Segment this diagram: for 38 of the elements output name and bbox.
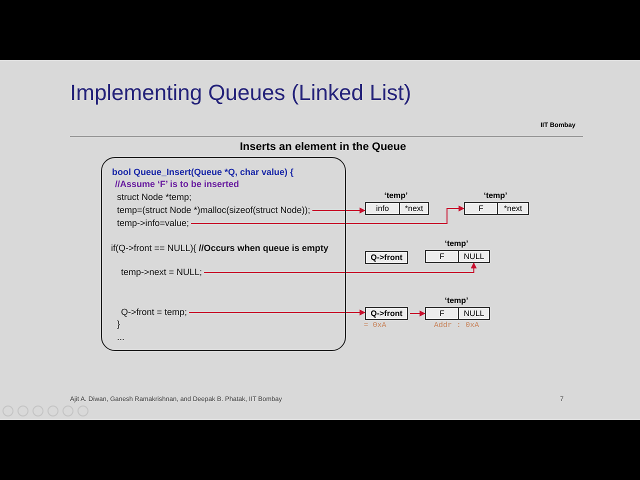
field-label: F — [478, 203, 484, 214]
node-caption: ‘temp’ — [484, 191, 508, 200]
code-box — [101, 157, 346, 351]
field-label: F — [438, 251, 446, 262]
arrow — [190, 206, 465, 224]
field-label: *next — [399, 203, 428, 214]
struct-node-box — [464, 202, 529, 215]
code-line: temp=(struct Node *)malloc(sizeof(struct Node)); — [117, 206, 310, 215]
code-line: //Assume ‘F’ is to be inserted — [115, 180, 240, 189]
pointer-box — [365, 251, 408, 264]
field-label: F — [438, 308, 446, 319]
pointer-label: Q->front — [370, 252, 404, 263]
struct-node-box — [425, 250, 490, 263]
struct-node-box — [425, 307, 490, 320]
node-caption: ‘temp’ — [384, 191, 408, 200]
field-label: *next — [497, 203, 528, 214]
node-caption: ‘temp’ — [444, 239, 468, 248]
code-line: } — [117, 320, 120, 329]
arrow — [188, 310, 366, 316]
code-line: temp->next = NULL; — [121, 268, 202, 277]
arrow — [312, 208, 366, 214]
code-line: ... — [117, 333, 125, 342]
node-caption: ‘temp’ — [444, 296, 468, 305]
field-label: NULL — [458, 251, 489, 262]
pointer-label: Q->front — [370, 308, 404, 319]
code-line: bool Queue_Insert(Queue *Q, char value) { — [112, 168, 294, 177]
arrow — [204, 262, 477, 273]
arrow — [410, 310, 426, 316]
field-label: info — [375, 203, 390, 214]
struct-node-box — [365, 202, 429, 215]
slide-title: Implementing Queues (Linked List) — [70, 80, 412, 106]
pointer-box — [365, 307, 408, 320]
code-line: struct Node *temp; — [117, 193, 192, 202]
subtitle: Inserts an element in the Queue — [240, 141, 406, 153]
code-line: Q->front = temp; — [121, 308, 188, 317]
code-line: temp->info=value; — [117, 219, 190, 228]
field-label: NULL — [458, 308, 489, 319]
code-line: if(Q->front == NULL){ //Occurs when queue is empty — [111, 244, 328, 253]
